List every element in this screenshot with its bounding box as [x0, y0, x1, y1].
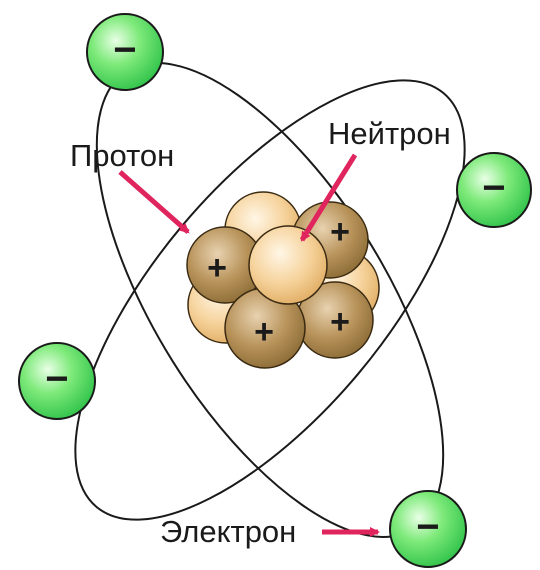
electron-minus-icon: −	[482, 166, 505, 210]
neutron-label: Нейтрон	[328, 116, 451, 151]
proton-arrow	[118, 170, 190, 234]
proton-plus-icon: +	[254, 313, 274, 351]
proton-label: Протон	[70, 138, 175, 173]
proton-plus-icon: +	[207, 249, 227, 287]
proton-plus-icon: +	[330, 303, 350, 341]
electron-minus-icon: −	[416, 505, 439, 549]
neutron-particle	[248, 225, 328, 305]
electron: −	[456, 152, 532, 228]
pointer-arrows	[118, 153, 380, 537]
electrons: − − − −	[18, 13, 532, 568]
electron: −	[18, 342, 96, 420]
proton-plus-icon: +	[330, 213, 350, 251]
neutron-arrow	[299, 153, 358, 242]
electron-minus-icon: −	[113, 28, 136, 72]
electron-minus-icon: −	[45, 357, 68, 401]
electron: −	[86, 13, 164, 91]
electron: −	[389, 490, 467, 568]
electron-label: Электрон	[160, 514, 297, 549]
proton-charges: + + + +	[207, 213, 350, 351]
nucleus	[186, 191, 380, 369]
